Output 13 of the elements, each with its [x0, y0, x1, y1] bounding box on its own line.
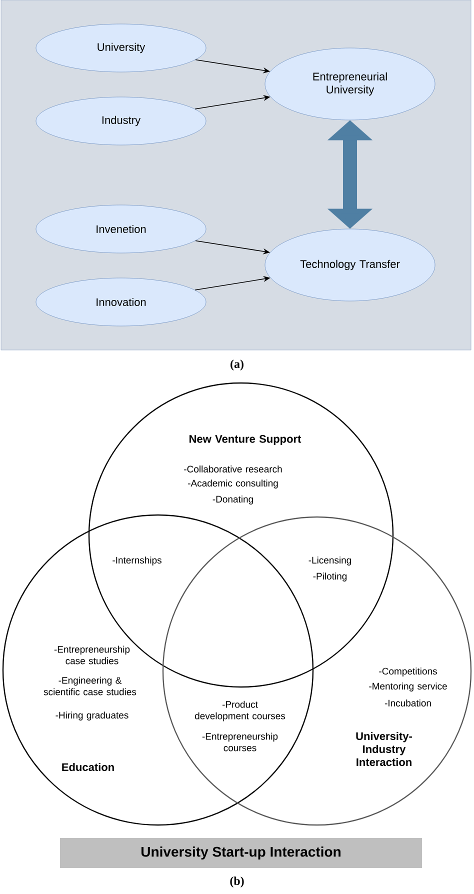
- item-text: -Product development courses: [194, 700, 286, 722]
- ellipse-node: University: [36, 24, 206, 72]
- item-text: -Internships: [112, 556, 162, 566]
- ellipse-node: Technology Transfer: [264, 228, 436, 302]
- ellipse-node: Innovation: [36, 278, 206, 326]
- item-text: -Licensing: [308, 556, 352, 566]
- panel-label: (a): [230, 360, 244, 370]
- ellipse-node: Invenetion: [36, 204, 206, 254]
- item-text: -Piloting: [313, 572, 347, 582]
- title-bar: University Start-up Interaction: [60, 838, 422, 868]
- item-text: -Entrepreneurship courses: [202, 732, 278, 752]
- ellipse-node: Industry: [36, 96, 206, 146]
- ellipse-node: Entrepreneurial University: [264, 48, 436, 120]
